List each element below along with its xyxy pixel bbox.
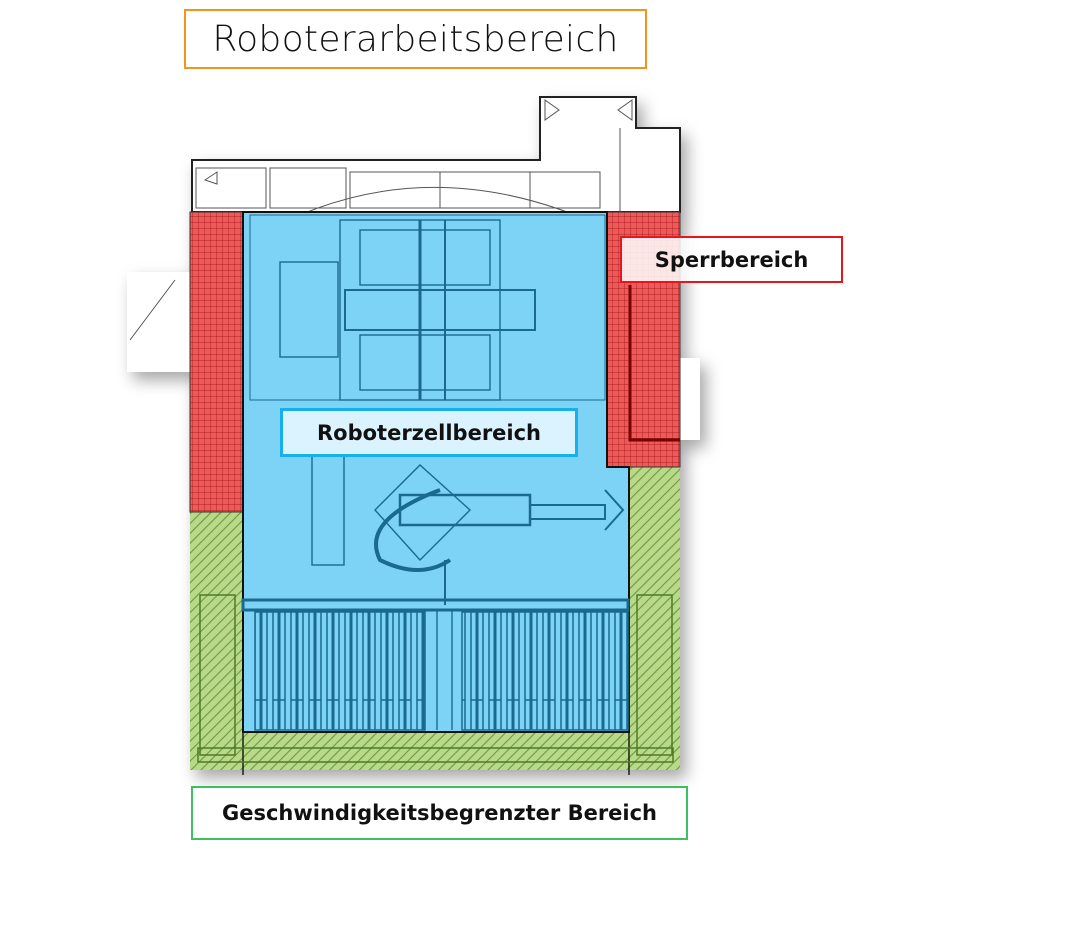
restricted-zone-left <box>189 211 244 513</box>
robot-cell-zone-label: Roboterzellbereich <box>280 408 578 457</box>
speed-limited-zone-label: Geschwindigkeitsbegrenzter Bereich <box>191 786 688 840</box>
top-structure-details <box>129 99 633 341</box>
machine-drawing <box>241 214 630 775</box>
restricted-zone-label: Sperrbereich <box>620 236 843 283</box>
page-title: Roboterarbeitsbereich <box>184 9 647 69</box>
